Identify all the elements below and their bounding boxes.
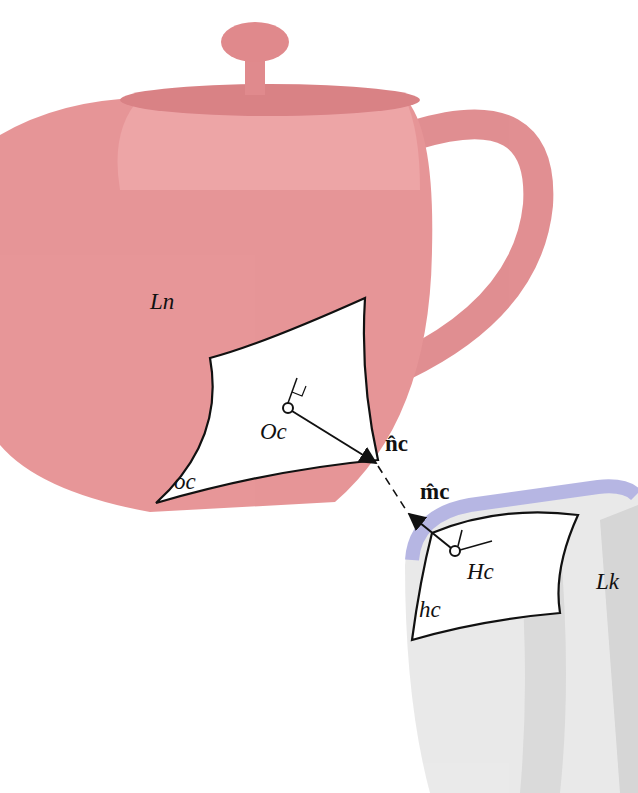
dashed-line bbox=[378, 466, 406, 510]
tangent-line bbox=[460, 541, 492, 550]
patch-outline bbox=[412, 512, 578, 640]
surface-patch: Oc oc bbox=[150, 292, 390, 512]
patch-label: oc bbox=[174, 469, 196, 494]
link-label: Lk bbox=[596, 569, 619, 594]
normal-arrow bbox=[292, 411, 376, 463]
vector-label: m̂c bbox=[420, 479, 449, 504]
right-angle-mark bbox=[292, 386, 306, 396]
patch-outline bbox=[405, 500, 585, 650]
normal-arrow bbox=[409, 514, 451, 548]
teapot bbox=[0, 22, 538, 512]
patch-label: hc bbox=[419, 597, 441, 622]
point-marker bbox=[450, 546, 460, 556]
tangent-line bbox=[458, 530, 462, 546]
surface-patch: Hc hc bbox=[405, 500, 585, 650]
point-marker bbox=[283, 403, 293, 413]
tangent-line bbox=[288, 378, 297, 403]
link-label: Ln bbox=[150, 289, 174, 314]
patch-outline bbox=[156, 298, 378, 503]
point-label: Oc bbox=[260, 419, 287, 444]
point-label: Hc bbox=[467, 559, 494, 584]
vector-label: n̂c bbox=[385, 431, 408, 456]
gripper-finger bbox=[405, 481, 638, 793]
